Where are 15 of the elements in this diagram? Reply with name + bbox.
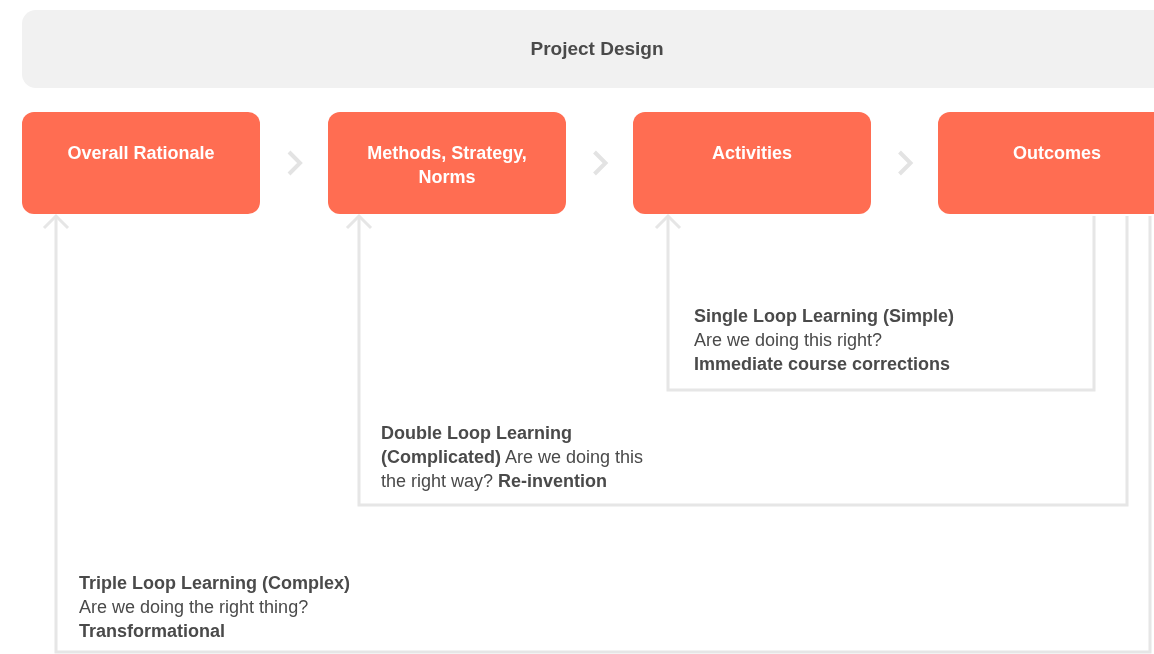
feedback-loop-arrow: [654, 214, 1096, 392]
chevron-arrow: [593, 150, 609, 176]
step-title: Methods, Strategy, Norms: [367, 142, 527, 189]
process-box: [938, 112, 1154, 214]
process-box: [22, 112, 260, 214]
chevron-arrow: [898, 150, 914, 176]
band-title: Project Design: [530, 36, 664, 61]
step-title: Activities: [710, 142, 793, 165]
process-box: [633, 112, 871, 214]
step-title: Overall Rationale: [66, 142, 216, 165]
feedback-loop-arrow: [42, 214, 1152, 654]
step-title: Outcomes: [1012, 142, 1102, 165]
feedback-loop-arrow: [345, 214, 1129, 507]
process-box: [328, 112, 566, 214]
chevron-arrow: [287, 150, 303, 176]
